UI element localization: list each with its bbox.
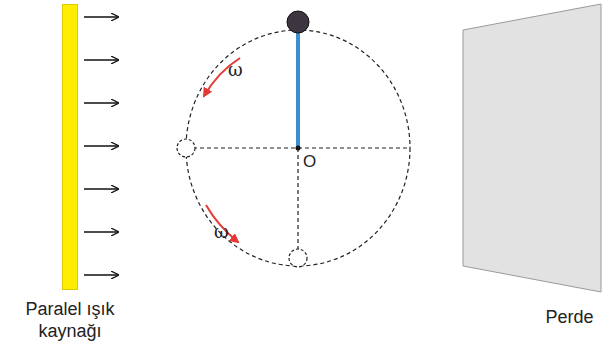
vertical-axis — [297, 148, 298, 266]
ball — [287, 11, 309, 33]
rod — [296, 32, 300, 148]
ghost-ball — [289, 249, 307, 267]
center-label: O — [303, 152, 316, 172]
orbit-path — [186, 30, 410, 266]
light-rays — [84, 17, 118, 275]
angular-velocity: ω — [214, 222, 229, 242]
light-source: Paralel ışık kaynağı — [0, 0, 140, 362]
rotation-arrow — [206, 205, 238, 242]
light-bar — [62, 4, 78, 290]
pivot-dot — [296, 146, 301, 151]
angular-velocity: ω — [228, 60, 243, 80]
source-label: Paralel ışık kaynağı — [10, 298, 130, 342]
screen: Perde — [455, 0, 614, 362]
ghost-ball — [177, 139, 195, 157]
screen-label: Perde — [525, 306, 614, 328]
